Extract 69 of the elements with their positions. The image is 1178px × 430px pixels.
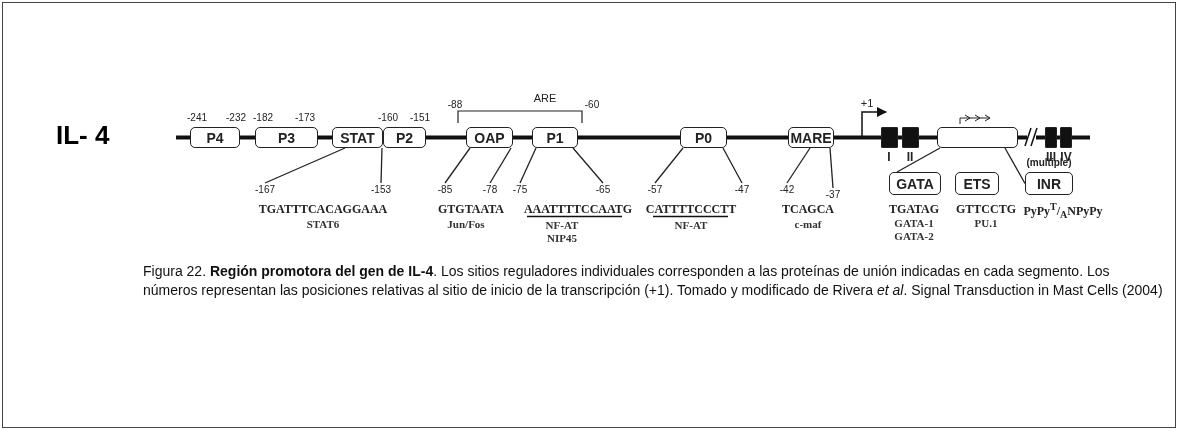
factor-name: NF-AT: [674, 219, 708, 232]
sequence-text: GTTCCTG: [956, 202, 1016, 216]
leader-line: [722, 147, 743, 184]
diagram-title: IL- 4: [56, 120, 110, 151]
position-number: -65: [588, 183, 618, 196]
position-number: -167: [250, 183, 280, 196]
sequence-text: TCAGCA: [782, 202, 834, 216]
leader-line: [489, 147, 512, 184]
position-number: -160: [378, 111, 398, 124]
sequence-text: GTGTAATA: [438, 202, 504, 216]
element-box: P2: [383, 127, 426, 148]
factor-name: NF-AT: [545, 219, 579, 232]
position-number: -153: [366, 183, 396, 196]
sequence-text: TGATTTCACAGGAAA: [258, 202, 388, 216]
region-label: ARE: [533, 92, 557, 105]
position-number: -42: [772, 183, 802, 196]
factor-name: GATA-2: [894, 230, 934, 243]
position-number: -232: [226, 111, 246, 124]
position-number: -47: [727, 183, 757, 196]
element-box: P4: [190, 127, 240, 148]
leader-line: [380, 147, 383, 184]
factor-name: NIP45: [547, 232, 577, 245]
element-box: ETS: [955, 172, 999, 195]
exon-block: [881, 127, 898, 148]
exon-block: [902, 127, 919, 148]
leader-line: [444, 147, 471, 184]
element-box: MARE: [788, 127, 834, 148]
position-number: -60: [584, 98, 600, 111]
element-box: STAT: [332, 127, 383, 148]
leader-line: [896, 147, 941, 173]
figure-caption: Figura 22. Región promotora del gen de IL-4. Los sitios reguladores individuales corresponden a las proteínas de unión indicadas en cada segmento. Los números representan las posiciones relativas al sitio de inicio de la transcripción (+1). Tomado y modificado de Rivera et al. Signal Transduction in Mast Cells (2004): [143, 262, 1163, 300]
element-box: INR: [1025, 172, 1073, 195]
position-number: -57: [640, 183, 670, 196]
leader-line: [1004, 147, 1026, 185]
exon-block: [1060, 127, 1072, 148]
position-number: -37: [818, 188, 848, 201]
exon-block: [1045, 127, 1057, 148]
element-box: P0: [680, 127, 727, 148]
factor-name: PU.1: [974, 217, 998, 230]
factor-name: c-maf: [794, 218, 822, 231]
promoter-region-box: [937, 127, 1018, 148]
element-box: OAP: [466, 127, 513, 148]
position-number: +1: [860, 97, 874, 110]
leader-line: [264, 147, 346, 184]
position-number: -182: [253, 111, 273, 124]
leader-line: [572, 147, 604, 184]
factor-name: STAT6: [306, 218, 340, 231]
sequence-text: TGATAG: [888, 202, 940, 216]
sequence-text: PyPy$^{T}$/$_{A}$NPyPy: [1023, 200, 1103, 223]
position-number: -173: [295, 111, 315, 124]
element-box: P1: [532, 127, 578, 148]
position-number: -78: [475, 183, 505, 196]
exon-number: I: [887, 150, 891, 164]
position-number: -85: [430, 183, 460, 196]
element-box: P3: [255, 127, 318, 148]
element-box: GATA: [889, 172, 941, 195]
leader-line: [654, 147, 684, 184]
sequence-text: AAATTTTCCAATG: [523, 202, 633, 216]
factor-name: Jun/Fos: [447, 218, 485, 231]
position-number: -151: [410, 111, 430, 124]
position-number: -241: [187, 111, 207, 124]
leader-line: [519, 147, 537, 184]
sequence-text: CATTTTCCCTT: [645, 202, 737, 216]
position-number: -88: [447, 98, 463, 111]
position-number: -75: [505, 183, 535, 196]
leader-line: [829, 147, 834, 189]
leader-line: [786, 147, 811, 184]
factor-name: GATA-1: [894, 217, 934, 230]
exon-number: II: [906, 150, 914, 164]
